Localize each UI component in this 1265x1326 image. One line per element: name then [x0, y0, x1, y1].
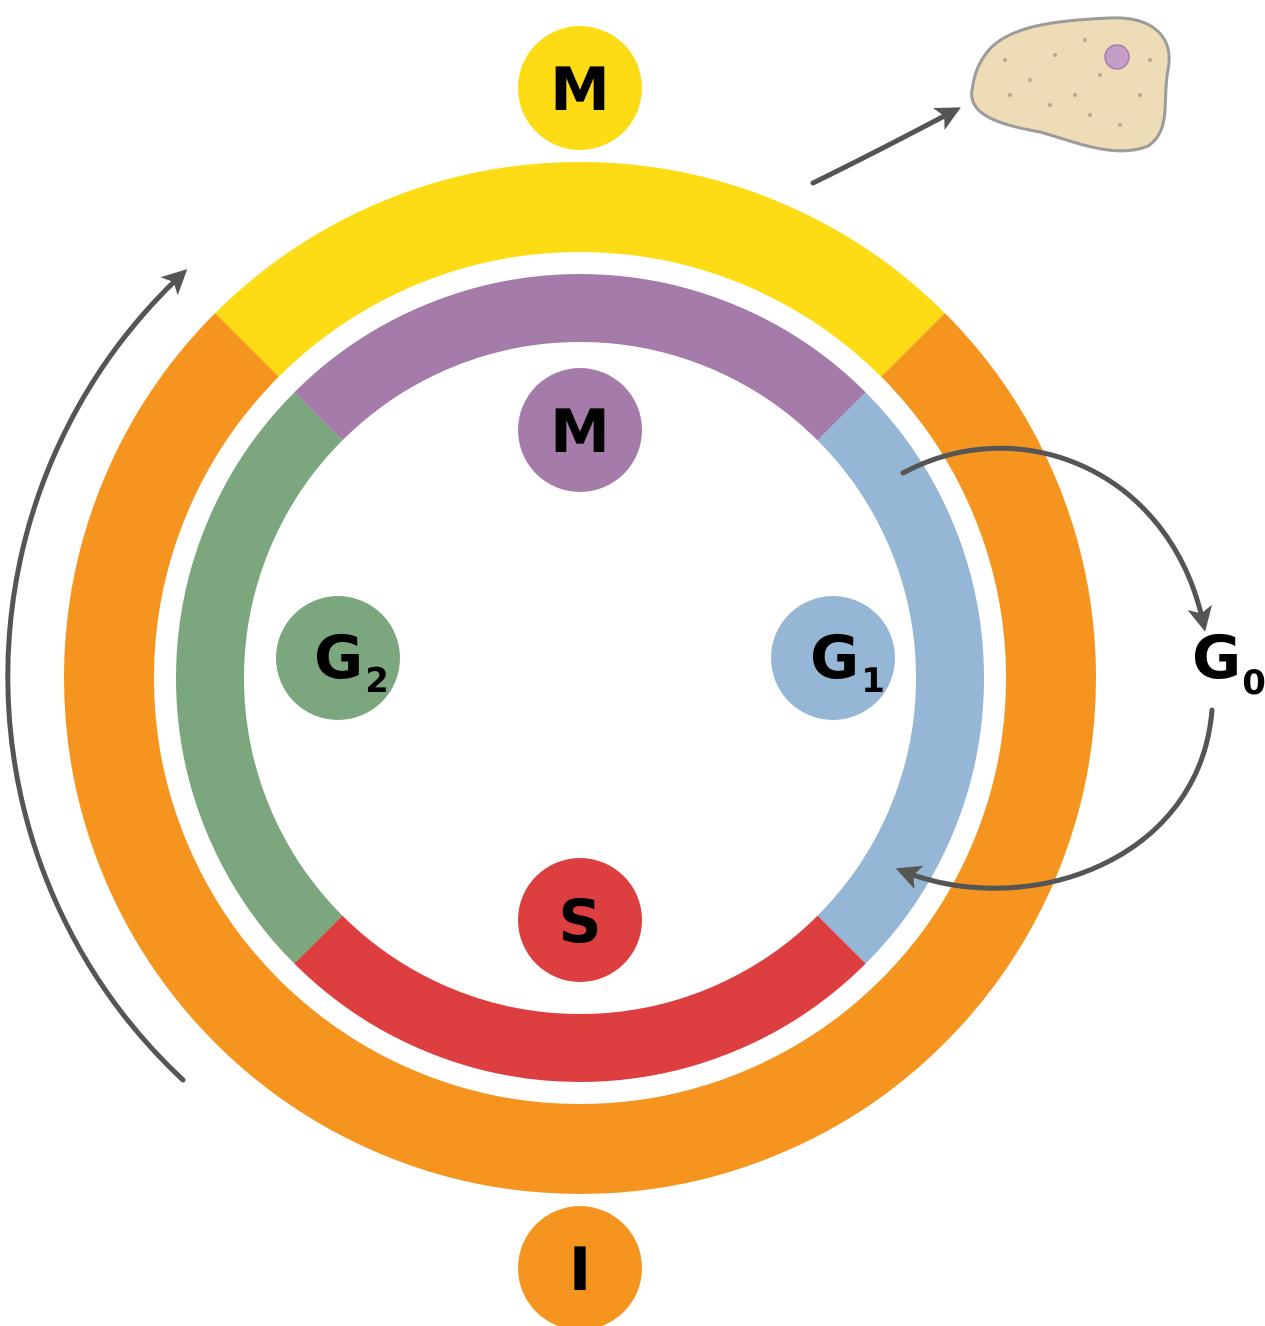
g2-label: G2	[314, 623, 389, 701]
g1-label: G1	[810, 623, 885, 701]
s-badge: S	[518, 858, 642, 982]
inner-ring	[176, 274, 984, 1082]
g0-label: G0	[1192, 623, 1265, 703]
g1-badge: G1	[771, 596, 895, 720]
s-label: S	[558, 887, 601, 957]
outer-i-badge: I	[518, 1206, 642, 1326]
inner-m-badge: M	[518, 368, 642, 492]
nucleus	[1104, 44, 1130, 70]
mitosis-outer-arc	[215, 162, 945, 377]
exit-to-cell-arrow	[810, 107, 961, 186]
g2-phase-arc	[176, 392, 343, 964]
outer-m-badge: M	[518, 26, 642, 150]
outer-ring	[64, 162, 1096, 1194]
cell-granules	[1003, 38, 1152, 127]
s-phase-arc	[294, 915, 866, 1082]
g0-to-g1-arrow	[895, 707, 1215, 891]
outer-m-label: M	[550, 55, 610, 125]
cycle-direction-arrow	[5, 269, 188, 1083]
g2-badge: G2	[276, 596, 400, 720]
cell-icon	[970, 16, 1171, 153]
arrows	[5, 107, 1215, 1083]
m-phase-inner-arc	[294, 274, 866, 441]
inner-m-label: M	[550, 397, 610, 467]
g1-to-g0-arrow	[900, 445, 1213, 632]
interphase-outer-arc	[64, 313, 1096, 1194]
outer-i-label: I	[569, 1235, 591, 1305]
cell-body	[970, 16, 1171, 153]
g1-phase-arc	[817, 392, 984, 964]
